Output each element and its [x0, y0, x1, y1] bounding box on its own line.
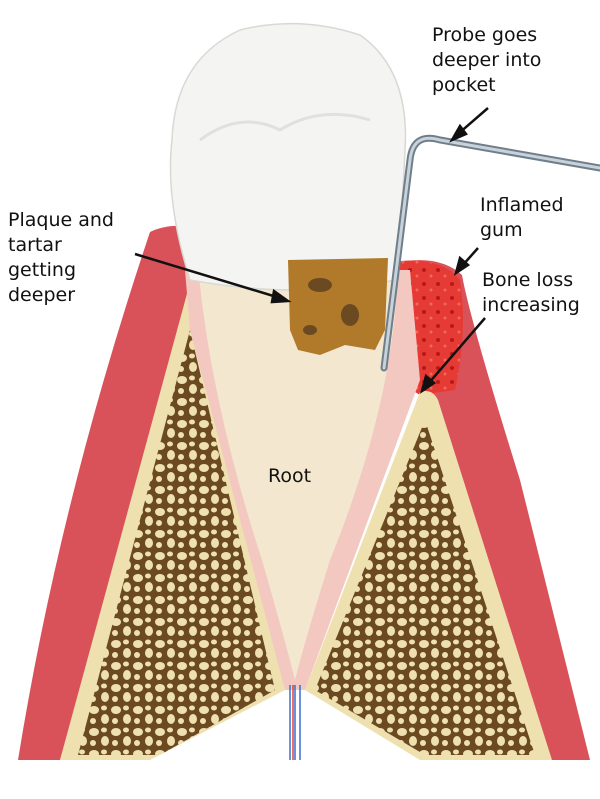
probe-label-line: pocket: [432, 74, 496, 96]
root: [198, 265, 398, 680]
bone-label-line: increasing: [482, 294, 580, 316]
bone-right-trabecular: [315, 420, 535, 755]
bone-loss-label: Bone loss increasing: [482, 268, 580, 318]
probe-label-line: Probe goes: [432, 24, 538, 46]
gum-label-line: Inflamed: [480, 194, 564, 216]
plaque-tartar: [288, 258, 388, 355]
plaque-label-line: Plaque and: [8, 209, 114, 231]
bone-left-trabecular: [78, 330, 275, 755]
plaque-label-line: deeper: [8, 284, 76, 306]
root-label: Root: [268, 465, 312, 487]
gum-label-line: gum: [480, 219, 523, 241]
plaque-label-line: getting: [8, 259, 77, 281]
inflamed-gum-label: Inflamed gum: [480, 193, 564, 243]
crown: [169, 22, 407, 291]
bone-label-line: Bone loss: [482, 269, 574, 291]
plaque-label: Plaque and tartar getting deeper: [8, 208, 114, 308]
label-arrows: [134, 107, 489, 394]
probe-label-line: deeper into: [432, 49, 542, 71]
plaque-label-line: tartar: [8, 234, 62, 256]
probe-label: Probe goes deeper into pocket: [432, 23, 541, 98]
gum-tissue: [18, 225, 200, 760]
